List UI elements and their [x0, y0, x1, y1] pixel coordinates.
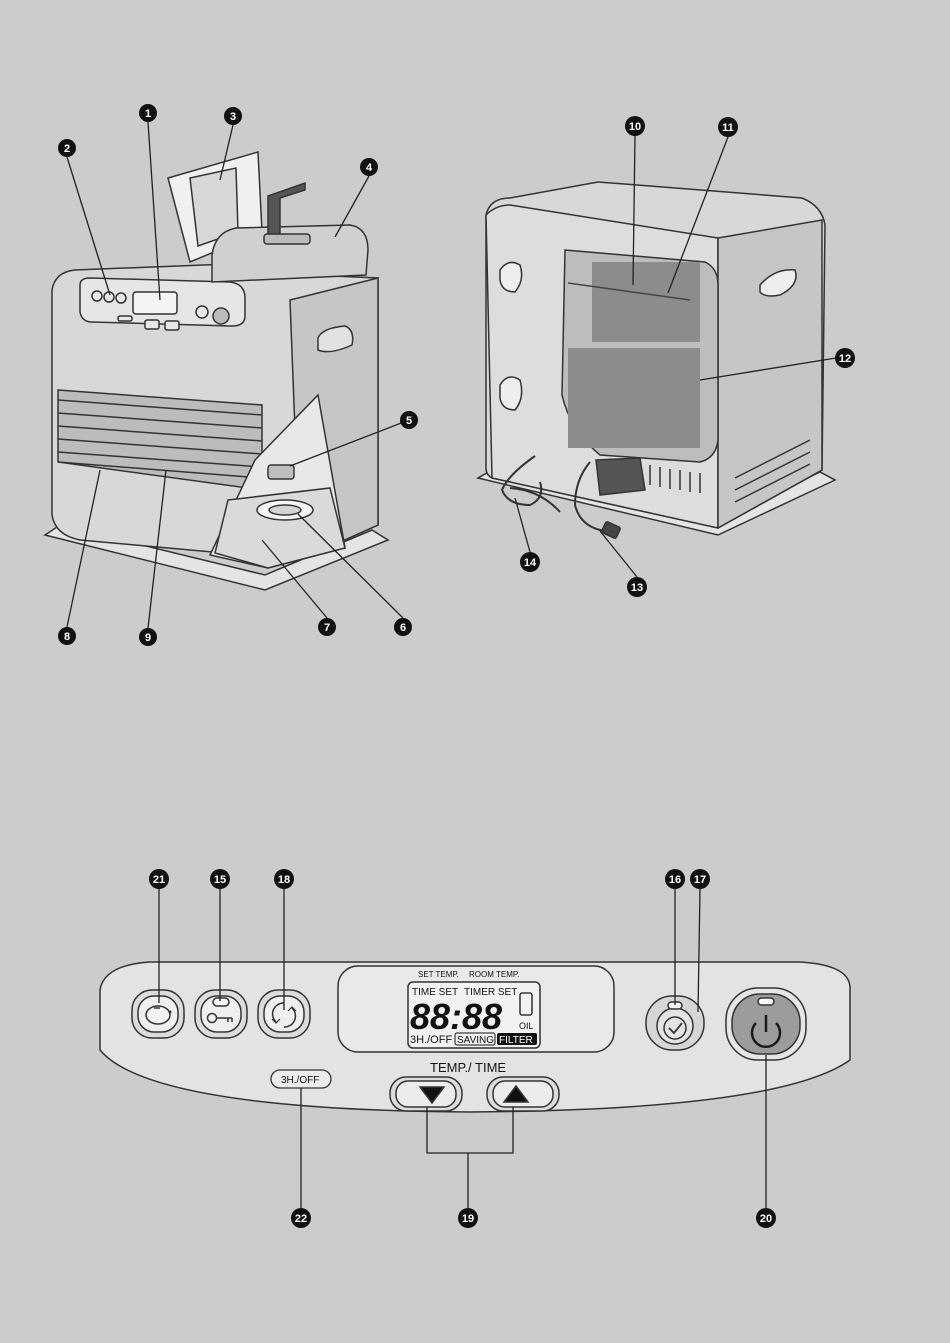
key-icon — [206, 1012, 233, 1024]
lcd-filter-label: FILTER — [499, 1035, 533, 1046]
callout-5: 5 — [400, 411, 418, 429]
callout-14: 14 — [520, 552, 540, 572]
power-indicator-light — [757, 997, 775, 1006]
heater-rear-view — [475, 181, 837, 539]
timer-button[interactable] — [645, 995, 705, 1051]
svg-text:22: 22 — [295, 1213, 307, 1225]
svg-text:17: 17 — [694, 874, 706, 886]
lcd-saving-label: SAVING — [457, 1035, 494, 1046]
callout-15: 15 — [210, 869, 230, 889]
svg-text:1: 1 — [145, 108, 151, 120]
power-icon — [750, 1015, 782, 1049]
svg-text:20: 20 — [760, 1213, 772, 1225]
lcd-oil-label: OIL — [519, 1021, 534, 1031]
svg-text:19: 19 — [462, 1213, 474, 1225]
callouts: 1 2 3 4 5 6 7 8 9 10 11 12 13 14 15 16 1… — [58, 104, 855, 1228]
callout-8: 8 — [58, 627, 76, 645]
callout-lines-bottom — [158, 888, 767, 1208]
lcd-digits: 88:88 — [410, 996, 502, 1037]
child-lock-button[interactable] — [194, 989, 248, 1039]
callout-10: 10 — [625, 116, 645, 136]
lcd-room-temp-label: ROOM TEMP. — [469, 970, 519, 979]
triangle-down-icon — [418, 1086, 446, 1105]
svg-text:18: 18 — [278, 874, 290, 886]
clock-check-icon — [663, 1016, 687, 1040]
callout-2: 2 — [58, 139, 76, 157]
child-lock-indicator-light — [212, 997, 230, 1007]
piggy-bank-icon — [145, 1005, 172, 1025]
svg-text:6: 6 — [400, 622, 406, 634]
svg-text:13: 13 — [631, 582, 643, 594]
callout-12: 12 — [835, 348, 855, 368]
temp-up-button[interactable] — [486, 1076, 560, 1112]
svg-text:5: 5 — [406, 415, 412, 427]
callout-16: 16 — [665, 869, 685, 889]
svg-text:12: 12 — [839, 353, 851, 365]
3h-off-label: 3H./OFF — [281, 1075, 319, 1086]
callout-20: 20 — [756, 1208, 776, 1228]
callout-7: 7 — [318, 618, 336, 636]
callout-17: 17 — [690, 869, 710, 889]
lcd-timer-set-label: TIMER SET — [464, 987, 517, 998]
callout-21: 21 — [149, 869, 169, 889]
lcd-set-temp-label: SET TEMP. — [418, 970, 459, 979]
oil-level-gauge — [519, 992, 533, 1016]
svg-text:21: 21 — [153, 874, 165, 886]
ventilation-button[interactable] — [257, 989, 311, 1039]
callout-22: 22 — [291, 1208, 311, 1228]
svg-text:15: 15 — [214, 874, 226, 886]
callout-6: 6 — [394, 618, 412, 636]
svg-text:8: 8 — [64, 631, 70, 643]
saving-mode-button[interactable] — [131, 989, 185, 1039]
temp-down-button[interactable] — [389, 1076, 463, 1112]
lcd-3h-off-label: 3H./OFF — [410, 1034, 452, 1046]
callout-3: 3 — [224, 107, 242, 125]
svg-text:10: 10 — [629, 121, 641, 133]
callout-lines-top — [66, 121, 837, 629]
svg-text:14: 14 — [524, 557, 537, 569]
callout-11: 11 — [718, 117, 738, 137]
temp-time-label: TEMP./ TIME — [430, 1060, 506, 1075]
svg-text:7: 7 — [324, 622, 330, 634]
svg-text:11: 11 — [722, 122, 734, 134]
circular-arrows-icon — [271, 1002, 297, 1028]
callout-4: 4 — [360, 158, 378, 176]
svg-text:2: 2 — [64, 143, 70, 155]
lcd-time-set-label: TIME SET — [412, 987, 458, 998]
power-button[interactable] — [725, 987, 807, 1061]
callout-19: 19 — [458, 1208, 478, 1228]
heater-front-view — [43, 151, 390, 591]
svg-text:3: 3 — [230, 111, 236, 123]
svg-text:16: 16 — [669, 874, 681, 886]
callout-9: 9 — [139, 628, 157, 646]
svg-text:9: 9 — [145, 632, 151, 644]
callout-1: 1 — [139, 104, 157, 122]
callout-18: 18 — [274, 869, 294, 889]
svg-text:4: 4 — [366, 162, 373, 174]
triangle-up-icon — [502, 1084, 530, 1103]
callout-13: 13 — [627, 577, 647, 597]
